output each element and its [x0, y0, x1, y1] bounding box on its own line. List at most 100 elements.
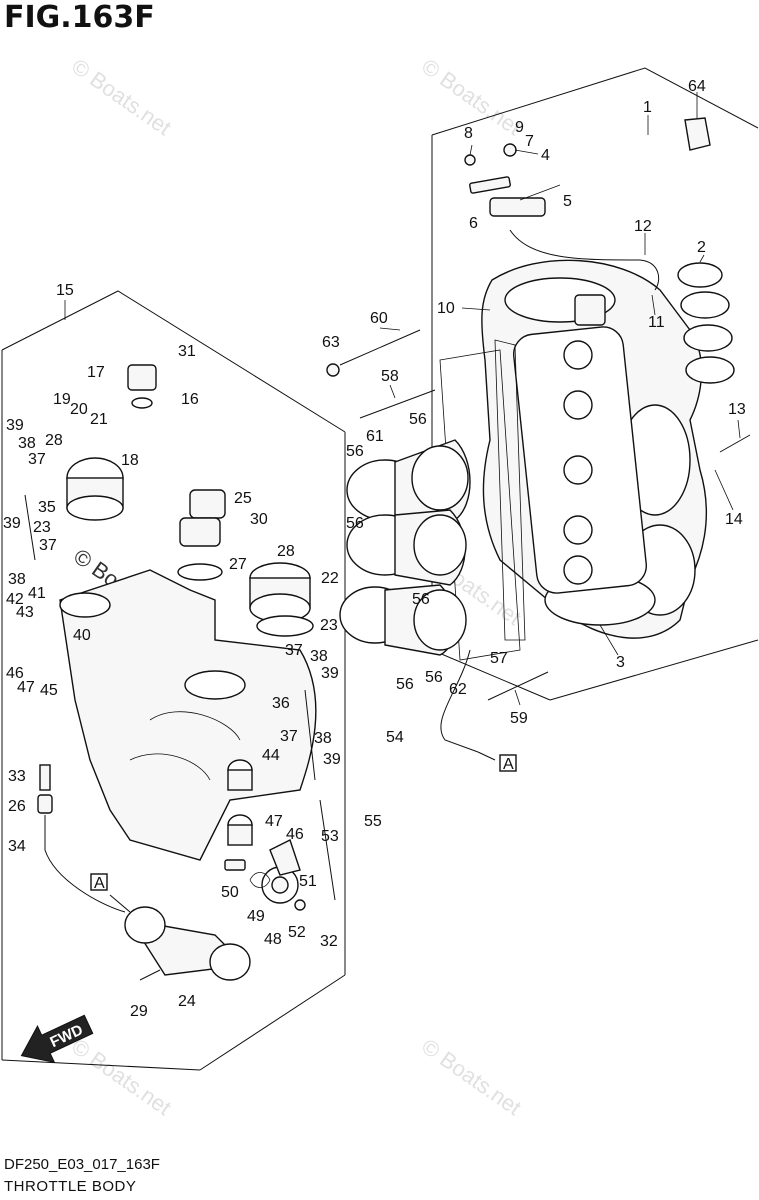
callout-3: 3 [616, 654, 625, 671]
callout-10: 10 [437, 300, 455, 317]
ref-marker-label: A [94, 875, 105, 892]
callout-56c: 56 [346, 515, 364, 532]
callout-29: 29 [130, 1003, 148, 1020]
callout-26: 26 [8, 798, 26, 815]
figure-code: DF250_E03_017_163F [4, 1156, 160, 1173]
figure-name: THROTTLE BODY [4, 1178, 137, 1195]
callout-56d: 56 [412, 591, 430, 608]
callout-55: 55 [364, 813, 382, 830]
callout-31: 31 [178, 343, 196, 360]
callout-24: 24 [178, 993, 196, 1010]
callout-12: 12 [634, 218, 652, 235]
callout-60: 60 [370, 310, 388, 327]
callout-6: 6 [469, 215, 478, 232]
callout-15: 15 [56, 282, 74, 299]
callout-37b: 37 [39, 537, 57, 554]
callout-21: 21 [90, 411, 108, 428]
callout-11: 11 [648, 314, 665, 331]
callout-63: 63 [322, 334, 340, 351]
callout-47b: 47 [265, 813, 283, 830]
callout-23: 23 [33, 519, 51, 536]
callout-38: 38 [18, 435, 36, 452]
vacuum-hose [440, 649, 479, 753]
callout-numbers: 1 2 3 4 5 6 7 8 9 10 11 12 13 14 15 16 1… [3, 78, 746, 1020]
callout-43: 43 [16, 604, 34, 621]
callout-1: 1 [643, 99, 652, 116]
callout-25: 25 [234, 490, 252, 507]
callout-23b: 23 [320, 617, 338, 634]
callout-50: 50 [221, 884, 239, 901]
vent-hose [37, 764, 126, 913]
callout-46: 46 [6, 665, 24, 682]
callout-40: 40 [73, 627, 91, 644]
callout-7: 7 [525, 133, 534, 150]
callout-37: 37 [28, 451, 46, 468]
group-bracket-manifold [431, 67, 759, 136]
callout-62: 62 [449, 681, 467, 698]
callout-28b: 28 [277, 543, 295, 560]
watermark: © Boats.net [67, 54, 176, 141]
callout-8: 8 [464, 125, 473, 142]
callout-22: 22 [321, 570, 339, 587]
callout-57: 57 [490, 650, 508, 667]
callout-58: 58 [381, 368, 399, 385]
callout-45: 45 [40, 682, 58, 699]
ref-marker [90, 873, 108, 891]
callout-42: 42 [6, 591, 24, 608]
callout-61: 61 [366, 428, 384, 445]
ref-marker-label: A [503, 756, 514, 773]
callout-54: 54 [386, 729, 404, 746]
callout-35: 35 [38, 499, 56, 516]
callout-39d: 39 [323, 751, 341, 768]
callout-39: 39 [6, 417, 24, 434]
watermark: © Boats.net [67, 1034, 176, 1121]
intake-manifold [481, 259, 707, 639]
callout-37c: 37 [285, 642, 303, 659]
callout-51: 51 [299, 873, 317, 890]
throttle-drum [249, 839, 306, 911]
callout-56e: 56 [396, 676, 414, 693]
callout-38c: 38 [310, 648, 328, 665]
callout-17: 17 [87, 364, 105, 381]
callout-16: 16 [181, 391, 199, 408]
callout-41: 41 [28, 585, 46, 602]
callout-9: 9 [515, 119, 524, 136]
callout-47: 47 [17, 679, 35, 696]
figure-title: FIG.163F [4, 0, 155, 35]
callout-19: 19 [53, 391, 71, 408]
callout-59: 59 [510, 710, 528, 727]
throttle-position-sensor [66, 364, 157, 521]
callout-46b: 46 [286, 826, 304, 843]
callout-33: 33 [8, 768, 26, 785]
throttle-valve [177, 489, 314, 637]
leader-lines [64, 92, 741, 706]
callout-13: 13 [728, 401, 746, 418]
hose [509, 229, 660, 291]
callout-56f: 56 [425, 669, 443, 686]
callout-34: 34 [8, 838, 26, 855]
callout-2: 2 [697, 239, 706, 256]
callout-27: 27 [229, 556, 247, 573]
callout-30: 30 [250, 511, 268, 528]
callout-32: 32 [320, 933, 338, 950]
callout-52: 52 [288, 924, 306, 941]
callout-5: 5 [563, 193, 572, 210]
callout-4: 4 [541, 147, 550, 164]
callout-38d: 38 [314, 730, 332, 747]
ref-marker [499, 754, 517, 772]
gasket-rings [677, 262, 735, 384]
callout-56: 56 [409, 411, 427, 428]
callout-56b: 56 [346, 443, 364, 460]
intake-funnels [339, 439, 471, 656]
callout-64: 64 [688, 78, 706, 95]
linkage-parts [224, 759, 253, 871]
silencer [124, 906, 251, 981]
watermark: © Boats.net [417, 1034, 526, 1121]
callout-37d: 37 [280, 728, 298, 745]
callout-39b: 39 [3, 515, 21, 532]
callout-14: 14 [725, 511, 743, 528]
callout-36: 36 [272, 695, 290, 712]
callout-39c: 39 [321, 665, 339, 682]
callout-48: 48 [264, 931, 282, 948]
